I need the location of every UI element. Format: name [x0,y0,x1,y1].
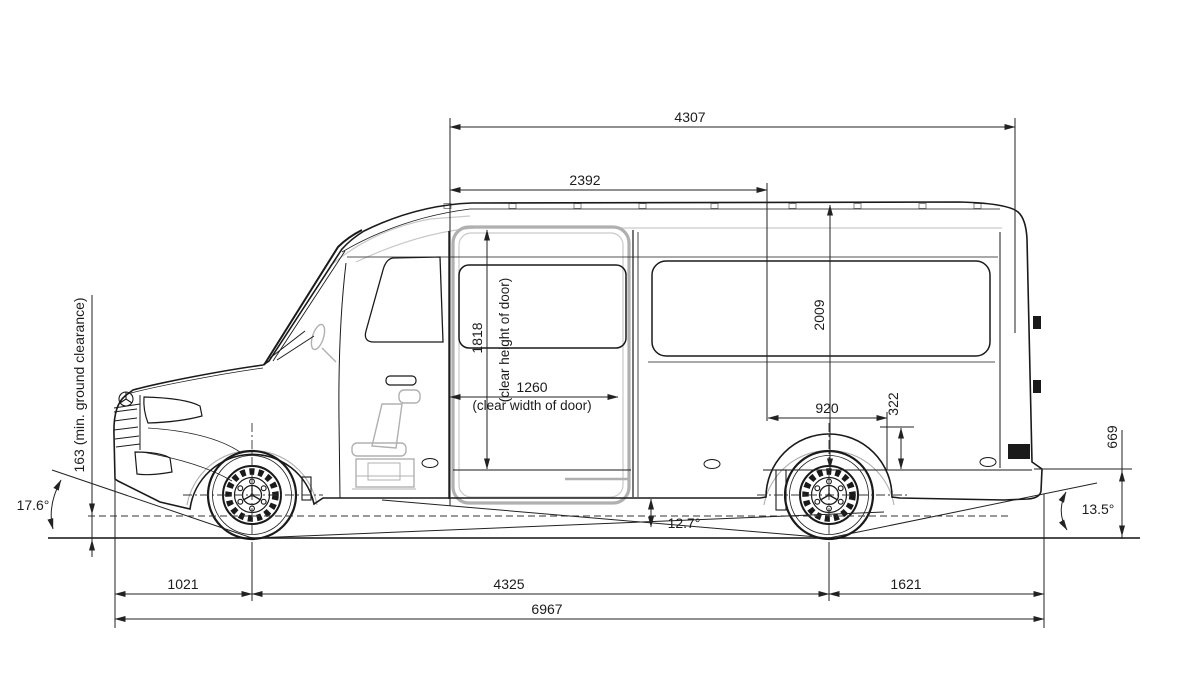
dim-wheelbase-label: 4325 [493,576,524,592]
dim-door-height-label: 1818 [469,322,485,353]
sliding-door-window [458,264,627,349]
body-outline [113,201,1043,510]
approach-angle-line [51,469,253,539]
front-mudflap [301,476,312,501]
dim-rear-step-label: 322 [885,392,901,416]
dim-door-width-note: (clear width of door) [472,398,591,413]
windshield-inner [272,250,346,362]
dim-overall-length-label: 6967 [531,601,562,617]
taillight [1008,444,1030,459]
body-oval [703,459,721,469]
dim-rear-panel-label: 920 [815,400,839,416]
lower-intake [134,451,173,476]
breakover-line-front [253,511,885,539]
dim-front-overhang-label: 1021 [167,576,198,592]
roof-rib-brackets [443,203,982,209]
dimension-lines [89,124,1125,622]
breakover-angle-label: 12.7° [668,515,701,531]
sliding-door-opening [451,225,631,505]
breakover-line-rear [381,499,830,539]
departure-angle-arrow [1058,491,1068,531]
wiper [269,330,315,361]
rear-hinge-upper [1033,316,1041,329]
steering-wheel [310,323,337,363]
approach-angle-label: 17.6° [17,497,50,513]
headlight [143,396,203,424]
front-fascia [113,391,241,482]
dim-interior-height-label: 2009 [811,299,827,330]
dim-rear-sill-label: 669 [1104,425,1120,449]
departure-angle-line [828,482,1098,539]
cab-door-seam [338,262,347,499]
rear-hinge-lower [1033,380,1041,393]
cab-step-oval [421,458,439,468]
departure-angle-label: 13.5° [1082,501,1115,517]
dim-ground-clearance-label: 163 (min. ground clearance) [71,297,87,472]
reference-dashes [88,423,1008,566]
van-gray-details [186,203,1002,506]
dim-door-width-label: 1260 [516,379,547,395]
driver-seat [351,389,421,490]
sliding-door-opening-inner [458,232,624,498]
hood-inner-line [130,367,264,394]
approach-angle-arrow [47,479,62,530]
dim-rear-overhang-label: 1621 [890,576,921,592]
a-pillar [263,229,363,366]
angle-lines [47,469,1098,539]
extension-lines [91,118,1132,628]
rear-oval [979,457,997,467]
rear-side-window [651,260,991,357]
dim-door-height-note: (clear height of door) [497,278,512,403]
roof-inner-line [341,208,1000,253]
wheel-centerlines [183,423,908,566]
dim-body-side-label: 2392 [569,172,600,188]
dimension-labels: 4307 2392 1260 (clear width of door) 181… [17,109,1120,617]
van-body [113,201,1043,511]
dim-roof-length-label: 4307 [674,109,705,125]
door-handle [385,375,417,386]
cab-window [364,256,444,343]
